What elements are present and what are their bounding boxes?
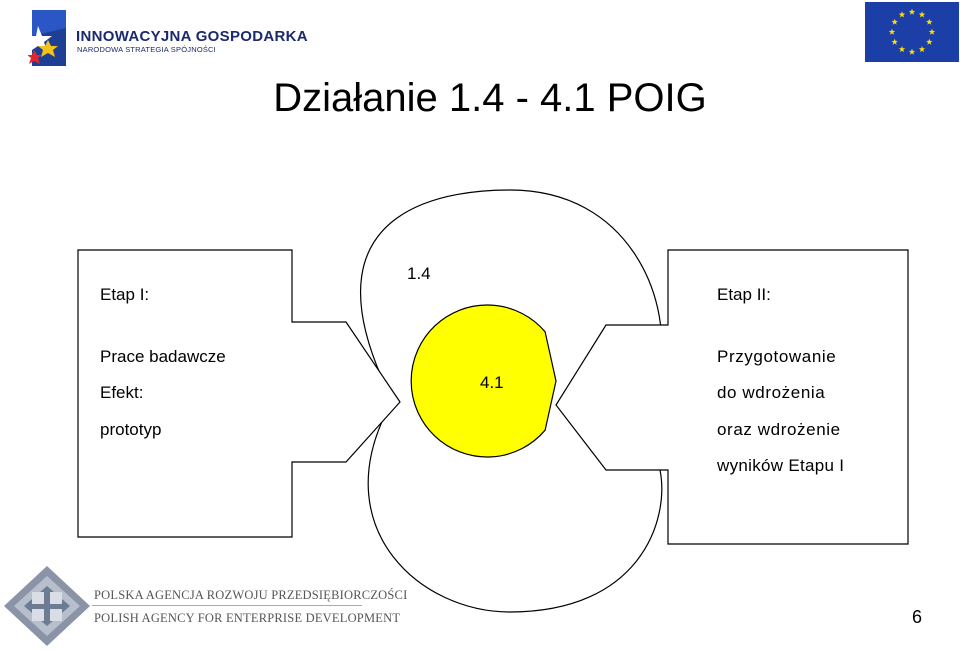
footer-divider: [92, 605, 362, 606]
eu-star: [898, 11, 906, 18]
eu-flag-icon: [865, 2, 959, 62]
stage1-line2: Efekt:: [100, 383, 144, 402]
eu-star: [908, 48, 916, 55]
page-title: Działanie 1.4 - 4.1 POIG: [273, 76, 707, 120]
stage2-box: [555, 249, 909, 545]
stage2-line2: do wdrożenia: [717, 383, 826, 402]
stage1-heading: Etap I:: [100, 285, 150, 304]
stage1-line3: prototyp: [100, 420, 162, 439]
stage2-line4: wyników Etapu I: [717, 456, 845, 475]
eu-star: [908, 8, 916, 15]
agency-name-pl: POLSKA AGENCJA ROZWOJU PRZEDSIĘBIORCZOŚC…: [94, 588, 408, 602]
eu-star: [918, 45, 926, 53]
eu-star: [926, 38, 933, 45]
logo-title: INNOWACYJNA GOSPODARKA: [76, 28, 308, 45]
circle-label-4-1: 4.1: [480, 373, 504, 392]
eu-star: [928, 28, 936, 35]
stage2-line1: Przygotowanie: [717, 347, 837, 366]
stage2-line3: oraz wdrożenie: [717, 420, 841, 439]
innowacyjna-gospodarka-logo: [28, 10, 66, 66]
eu-star: [926, 18, 933, 25]
bottom-loop-arc: [367, 414, 663, 613]
stage2-heading: Etap II:: [717, 285, 771, 304]
parp-logo-icon: [4, 566, 90, 646]
eu-star: [898, 45, 906, 53]
logo-subtitle: NARODOWA STRATEGIA SPÓJNOŚCI: [77, 45, 216, 54]
agency-name-en: POLISH AGENCY FOR ENTERPRISE DEVELOPMENT: [94, 611, 401, 625]
circle-4-1: [410, 304, 557, 458]
stage1-line1: Prace badawcze: [100, 347, 226, 366]
eu-star: [891, 38, 898, 45]
eu-star: [918, 11, 926, 18]
loop-label-1-4: 1.4: [407, 264, 431, 283]
stage1-box: [77, 249, 401, 538]
eu-star: [891, 18, 898, 25]
top-loop-arc: [360, 189, 663, 386]
eu-star: [888, 28, 896, 35]
page-number: 6: [912, 607, 923, 627]
